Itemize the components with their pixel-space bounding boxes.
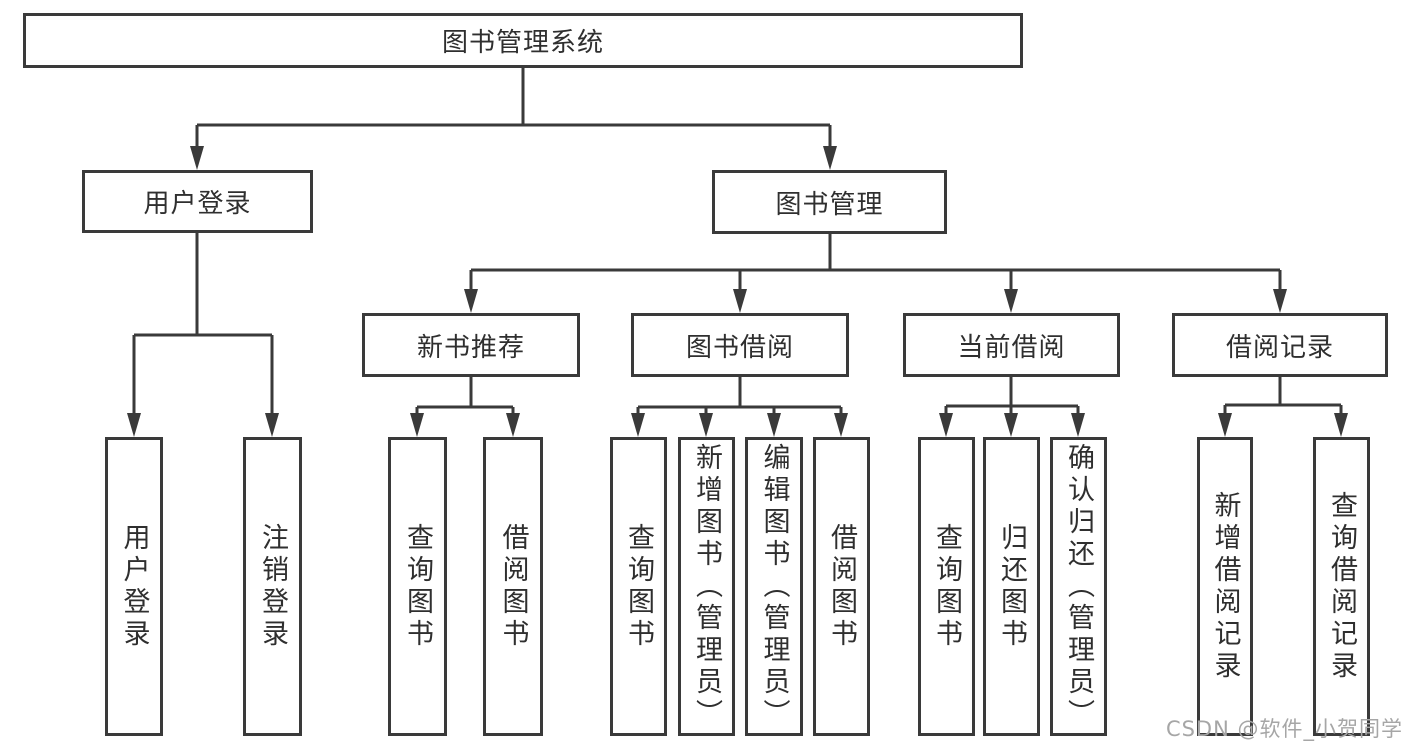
csdn-watermark: CSDN @软件_小贺同学 [1165, 717, 1403, 741]
leaf-add-books-admin: 新增图书（管理员） [678, 437, 735, 736]
leaf-edit-books-admin: 编辑图书（管理员） [745, 437, 803, 736]
leaf-query-borrow-record: 查询借阅记录 [1313, 437, 1370, 736]
node-book-borrow: 图书借阅 [631, 313, 849, 377]
leaf-borrow-books-recommend-label: 借阅图书 [497, 522, 529, 651]
leaf-query-books-borrow-label: 查询图书 [623, 522, 654, 651]
node-current-borrow-label: 当前借阅 [957, 332, 1066, 363]
leaf-query-books-recommend-label: 查询图书 [402, 522, 433, 651]
arrowheads [127, 146, 1348, 437]
node-borrow-records-label: 借阅记录 [1225, 332, 1334, 363]
node-book-management: 图书管理 [712, 170, 947, 234]
leaf-query-borrow-record-label: 查询借阅记录 [1326, 490, 1357, 683]
leaf-query-books-borrow: 查询图书 [610, 437, 667, 736]
leaf-add-borrow-record-label: 新增借阅记录 [1209, 490, 1241, 683]
leaf-borrow-books-borrow: 借阅图书 [813, 437, 870, 736]
node-book-management-label: 图书管理 [775, 189, 884, 220]
node-user-login-label: 用户登录 [143, 189, 252, 219]
leaf-logout-login: 注销登录 [243, 437, 302, 736]
node-user-login: 用户登录 [82, 170, 313, 233]
leaf-add-borrow-record: 新增借阅记录 [1197, 437, 1253, 736]
node-book-borrow-label: 图书借阅 [685, 332, 794, 363]
node-root-system: 图书管理系统 [23, 13, 1023, 68]
leaf-query-books-current-label: 查询图书 [931, 522, 962, 651]
leaf-borrow-books-recommend: 借阅图书 [483, 437, 543, 736]
leaf-query-books-current: 查询图书 [918, 437, 975, 736]
node-new-book-recommend: 新书推荐 [362, 313, 580, 377]
leaf-borrow-books-borrow-label: 借阅图书 [826, 522, 857, 651]
leaf-user-login: 用户登录 [105, 437, 163, 736]
node-borrow-records: 借阅记录 [1172, 313, 1388, 377]
leaf-confirm-return-admin-label: 确认归还（管理员） [1063, 442, 1094, 731]
leaf-return-books-label: 归还图书 [996, 522, 1027, 651]
leaf-user-login-label: 用户登录 [118, 522, 150, 651]
node-root-label: 图书管理系统 [441, 28, 604, 58]
leaf-return-books: 归还图书 [983, 437, 1040, 736]
leaf-logout-login-label: 注销登录 [257, 522, 288, 651]
leaf-confirm-return-admin: 确认归还（管理员） [1050, 437, 1107, 736]
leaf-query-books-recommend: 查询图书 [388, 437, 447, 736]
node-new-book-recommend-label: 新书推荐 [416, 332, 525, 363]
leaf-add-books-admin-label: 新增图书（管理员） [691, 442, 722, 731]
node-current-borrow: 当前借阅 [903, 313, 1120, 377]
leaf-edit-books-admin-label: 编辑图书（管理员） [758, 442, 790, 731]
